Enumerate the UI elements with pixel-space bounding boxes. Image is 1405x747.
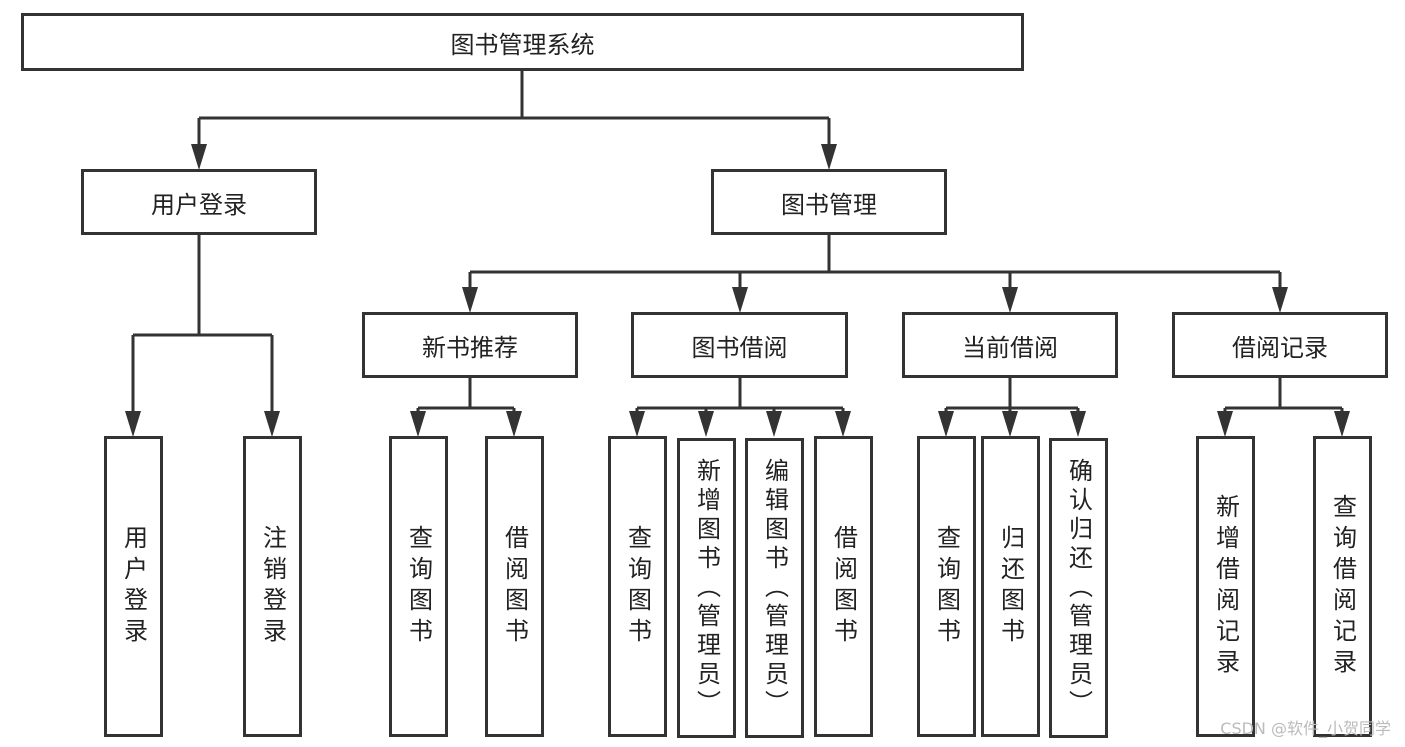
leaf-return-book: 归还图书 [981,436,1040,737]
leaf-label: 新增借阅记录 [1211,493,1240,680]
leaf-query-book: 查询图书 [608,436,667,737]
leaf-query-book: 查询图书 [389,436,448,737]
leaf-label: 查询图书 [404,524,433,649]
leaf-add-book-admin: 新增图书（管理员） [677,438,736,738]
node-label: 用户登录 [151,190,247,219]
node-borrow-records: 借阅记录 [1172,312,1388,378]
arrowhead-icon [821,144,837,170]
node-user-login: 用户登录 [81,169,317,235]
leaf-borrow-book: 借阅图书 [485,436,544,737]
node-new-book-recommend: 新书推荐 [362,312,578,378]
leaf-label: 注销登录 [258,524,287,649]
arrowhead-icon [835,411,851,437]
node-label: 图书借阅 [691,333,788,362]
leaf-label: 确认归还（管理员） [1064,457,1093,719]
arrowhead-icon [1070,411,1086,437]
arrowhead-icon [938,411,954,437]
node-label: 图书管理 [781,190,877,219]
leaf-label: 新增图书（管理员） [692,457,721,719]
leaf-add-borrow-record: 新增借阅记录 [1196,436,1255,737]
node-label: 当前借阅 [962,333,1058,362]
leaf-query-borrow-record: 查询借阅记录 [1313,436,1372,737]
leaf-label: 归还图书 [996,524,1025,649]
node-label: 新书推荐 [422,333,518,362]
leaf-label: 借阅图书 [500,524,529,649]
leaf-label: 查询图书 [932,524,961,649]
arrowhead-icon [732,287,748,313]
watermark: CSDN @软件_小贺同学 [1220,719,1391,738]
leaf-confirm-return-admin: 确认归还（管理员） [1049,438,1108,738]
leaf-edit-book-admin: 编辑图书（管理员） [745,438,804,738]
node-current-borrow: 当前借阅 [902,312,1118,378]
arrowhead-icon [1217,411,1233,437]
arrowhead-icon [1002,287,1018,313]
node-book-borrow: 图书借阅 [631,312,848,378]
arrowhead-icon [462,287,478,313]
arrowhead-icon [410,411,426,437]
leaf-label: 用户登录 [119,524,148,649]
root-label: 图书管理系统 [450,30,595,59]
arrowhead-icon [766,411,782,437]
leaf-label: 借阅图书 [829,524,858,649]
leaf-logout: 注销登录 [243,436,302,737]
leaf-borrow-book: 借阅图书 [814,436,873,737]
node-label: 借阅记录 [1232,333,1328,362]
arrowhead-icon [698,411,714,437]
leaf-label: 编辑图书（管理员） [760,457,789,719]
arrowhead-icon [1272,287,1288,313]
arrowhead-icon [125,411,141,437]
root-node: 图书管理系统 [21,13,1024,71]
leaf-user-login: 用户登录 [104,436,163,737]
node-book-management: 图书管理 [711,169,947,235]
leaf-query-book: 查询图书 [917,436,976,737]
arrowhead-icon [629,411,645,437]
leaf-label: 查询图书 [623,524,652,649]
arrowhead-icon [506,411,522,437]
arrowhead-icon [1002,411,1018,437]
arrowhead-icon [1334,411,1350,437]
arrowhead-icon [264,411,280,437]
arrowhead-icon [191,144,207,170]
leaf-label: 查询借阅记录 [1328,493,1357,680]
